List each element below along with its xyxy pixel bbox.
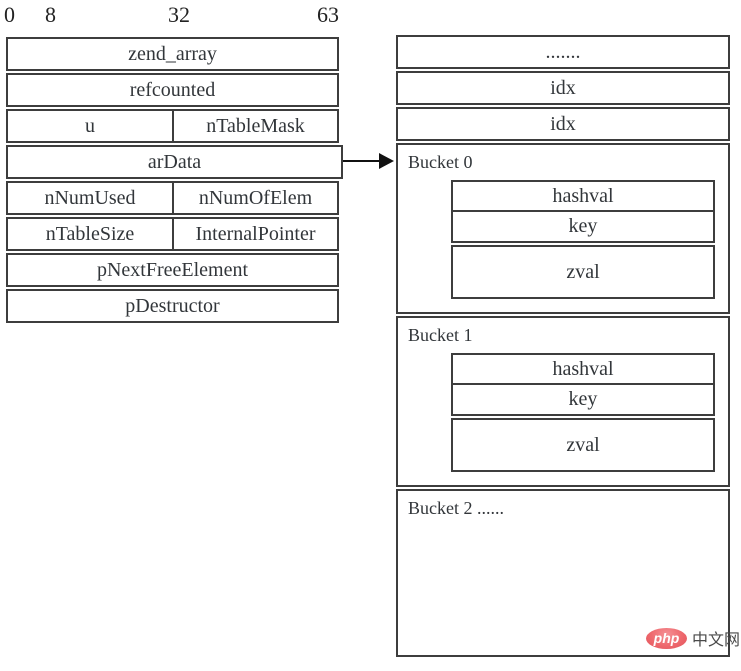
hash-slot-idx-row: idx	[396, 107, 730, 141]
struct-row-nnumused-nnumofelem: nNumUsed nNumOfElem	[6, 181, 339, 215]
php-cn-watermark: php 中文网	[646, 626, 740, 650]
hash-slot-idx-row: idx	[396, 71, 730, 105]
bucket-label: Bucket 2 ......	[408, 498, 504, 518]
php-cn-site-label: 中文网	[692, 632, 741, 649]
bucket-label: Bucket 1	[408, 325, 473, 345]
field-cell: nTableMask	[206, 114, 305, 137]
ardata-arrow-head-icon	[379, 153, 394, 169]
bucket-section-0: Bucket 0 hashval key zval	[396, 143, 730, 314]
bucket-field-hashval: hashval	[451, 180, 715, 212]
zend-array-struct-table: zend_array refcounted u nTableMask arDat…	[6, 37, 343, 325]
bit-offset-label-63: 63	[317, 2, 339, 27]
bucket-field-key: key	[451, 210, 715, 243]
field-cell: arData	[147, 150, 202, 173]
struct-row-ntablesize-internalpointer: nTableSize InternalPointer	[6, 217, 339, 251]
bucket-label: Bucket 0	[408, 152, 473, 172]
ardata-array-column: ....... idx idx Bucket 0 hashval key zva…	[396, 35, 730, 657]
struct-row-ardata: arData	[6, 145, 343, 179]
bucket-section-2: Bucket 2 ......	[396, 489, 730, 657]
ardata-arrow-line	[343, 160, 381, 162]
field-cell: refcounted	[129, 78, 216, 101]
struct-row-pnextfreeelement: pNextFreeElement	[6, 253, 339, 287]
bucket-field-zval: zval	[451, 245, 715, 299]
bucket-field-hashval: hashval	[451, 353, 715, 385]
field-cell: nNumOfElem	[198, 186, 313, 209]
php-logo-icon: php	[646, 627, 687, 649]
bucket-fields: hashval key zval	[451, 180, 715, 299]
struct-row-u-ntablemask: u nTableMask	[6, 109, 339, 143]
field-cell: pNextFreeElement	[96, 258, 249, 281]
field-cell: nNumUsed	[8, 183, 174, 213]
field-cell: u	[8, 111, 174, 141]
field-cell: zend_array	[128, 42, 217, 65]
bit-offset-label-0: 0	[4, 2, 15, 27]
bucket-fields: hashval key zval	[451, 353, 715, 472]
field-cell: pDestructor	[125, 294, 220, 317]
bucket-section-1: Bucket 1 hashval key zval	[396, 316, 730, 487]
field-cell: nTableSize	[8, 219, 174, 249]
struct-row-pdestructor: pDestructor	[6, 289, 339, 323]
bit-offset-label-8: 8	[45, 2, 56, 27]
struct-row-refcounted: refcounted	[6, 73, 339, 107]
bucket-field-zval: zval	[451, 418, 715, 472]
struct-row-zend-array: zend_array	[6, 37, 339, 71]
hash-slot-ellipsis-row: .......	[396, 35, 730, 69]
bit-offset-label-32: 32	[168, 2, 190, 27]
bucket-field-key: key	[451, 383, 715, 416]
field-cell: InternalPointer	[195, 222, 316, 245]
